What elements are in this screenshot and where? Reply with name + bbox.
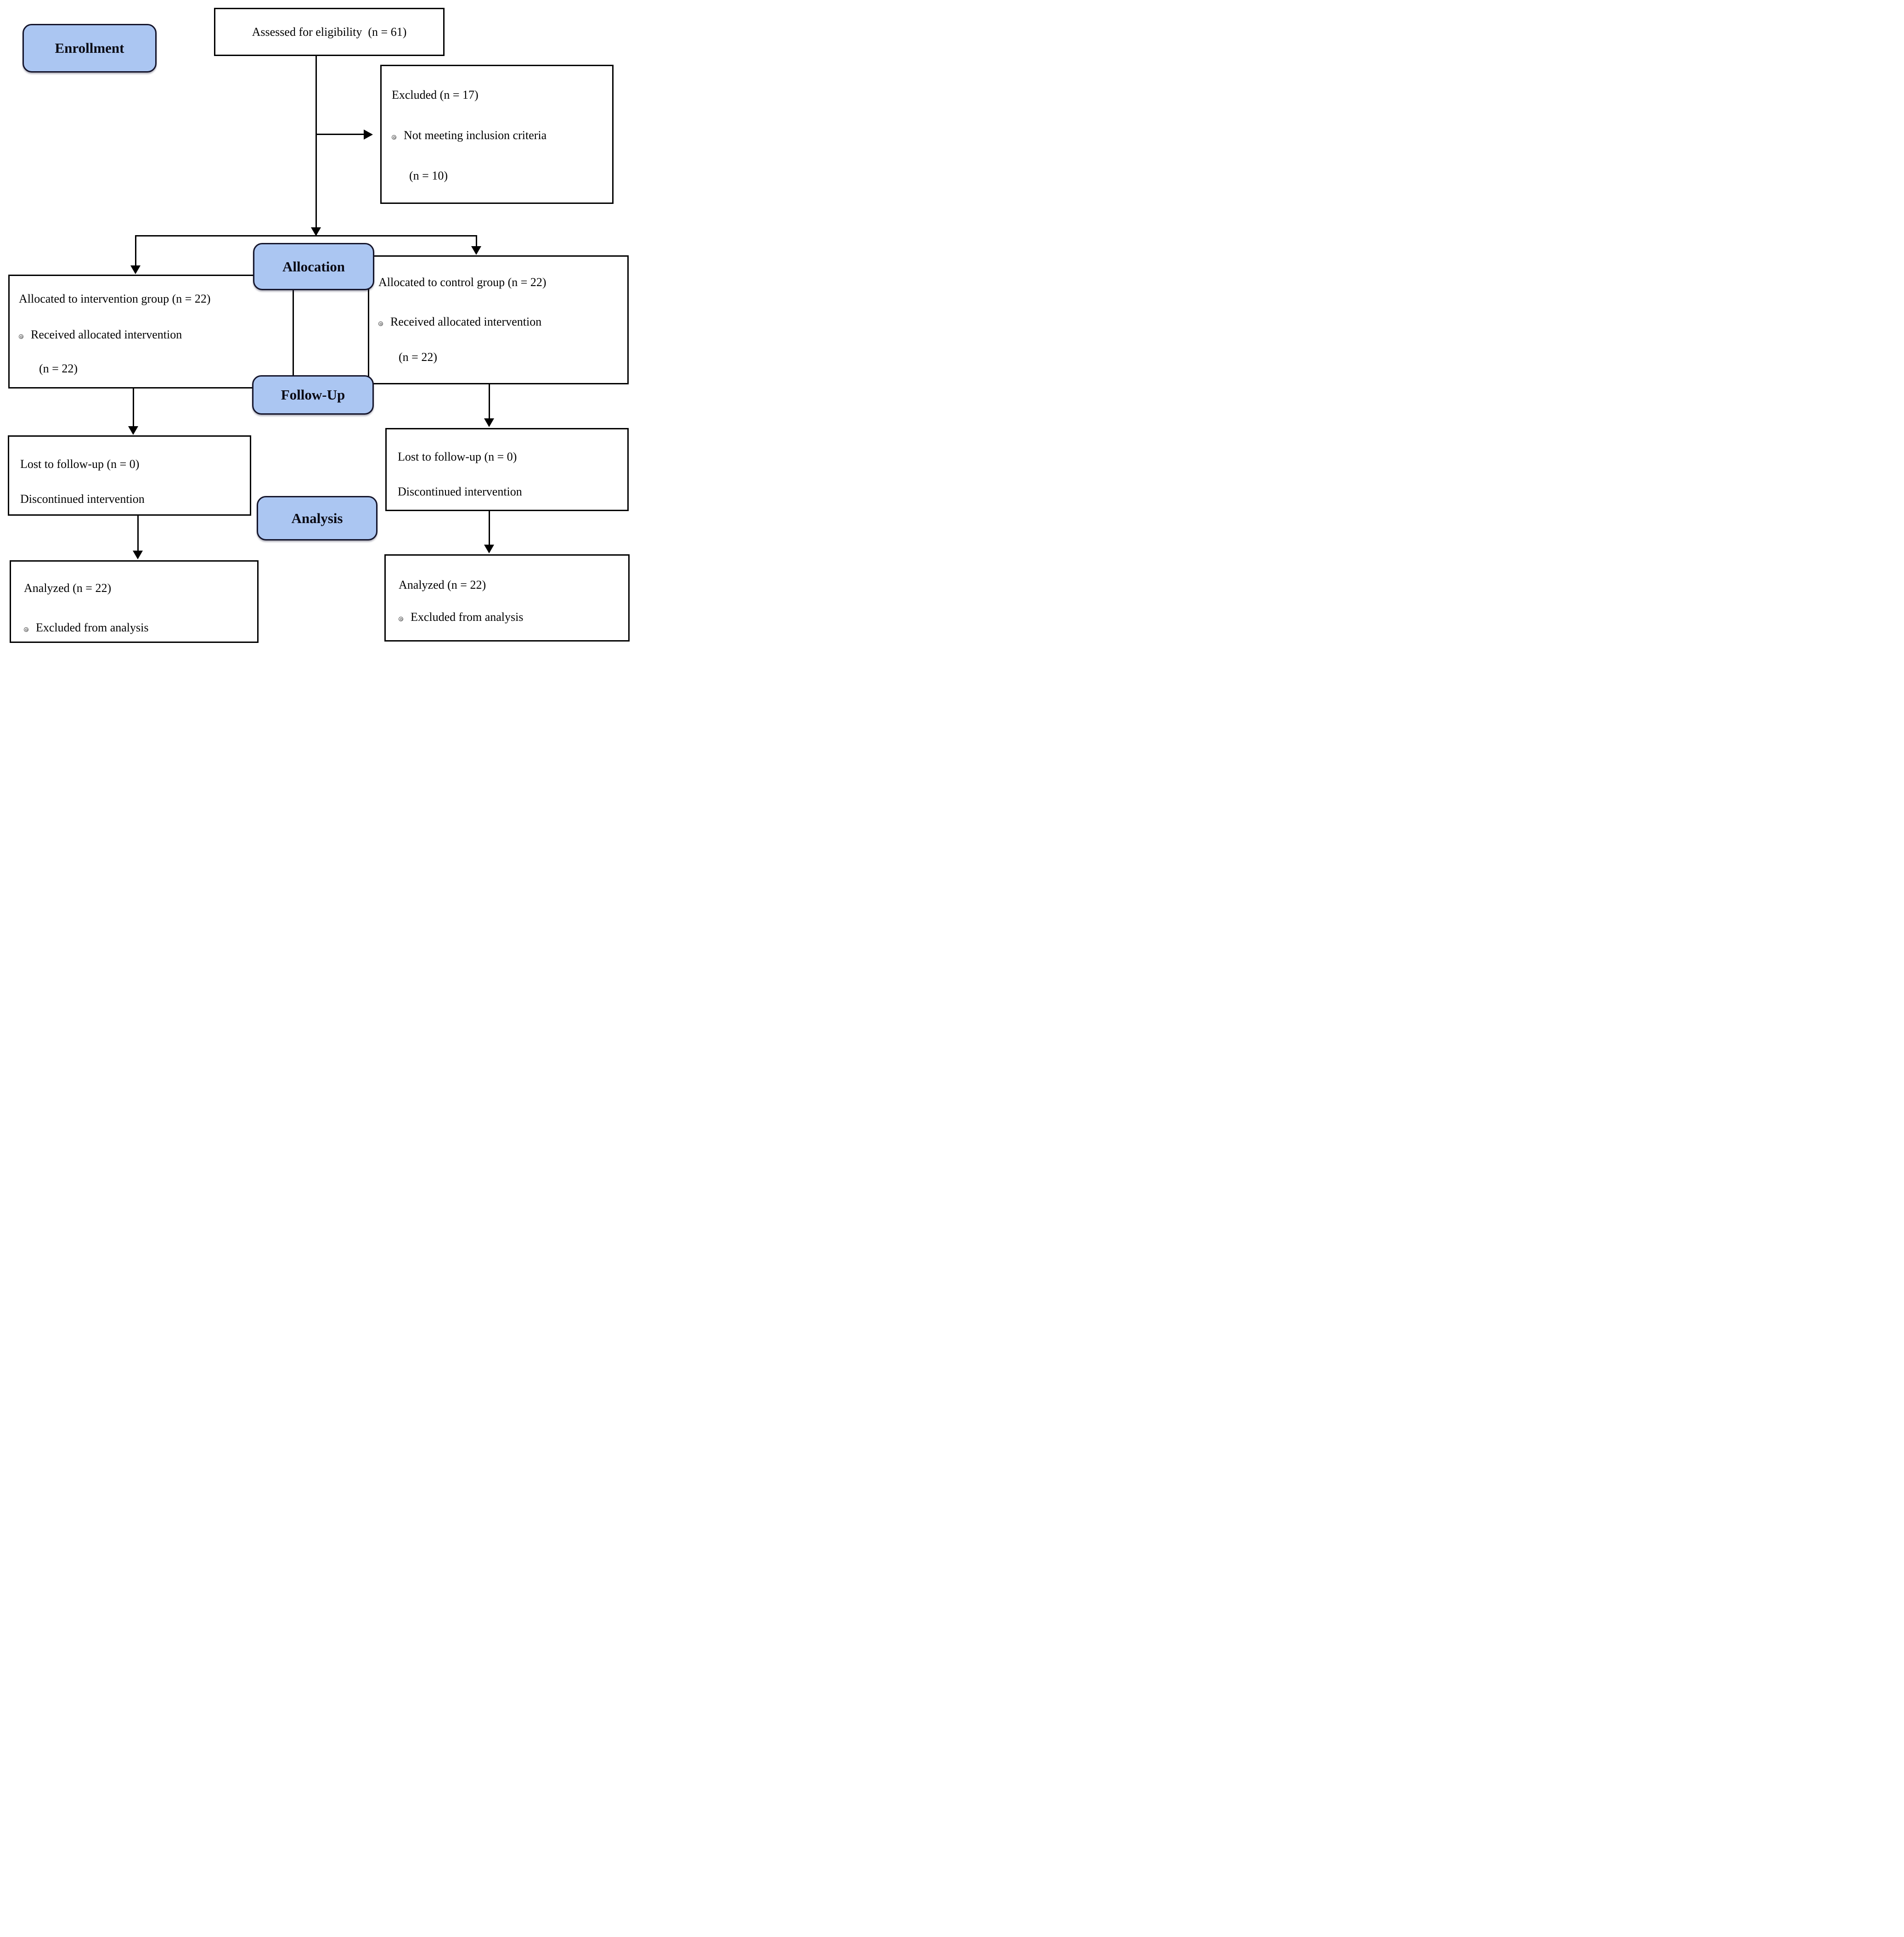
arrowhead-down-analyzed-intervention	[133, 551, 143, 559]
stage-label-allocation-text: Allocation	[282, 258, 345, 275]
intervention-detail-row: Received allocated intervention	[19, 327, 289, 343]
lost-intervention-line1: Lost to follow-up (n = 0)	[20, 457, 140, 471]
connector-branch-to-control	[476, 235, 477, 248]
assessed-text: Assessed for eligibility (n = 61)	[252, 25, 407, 39]
connector-branch-to-intervention	[135, 235, 136, 267]
excluded-box: Excluded (n = 17) Not meeting inclusion …	[380, 65, 614, 204]
lost-control-line1: Lost to follow-up (n = 0)	[398, 450, 517, 463]
lost-control-line2: Discontinued intervention	[398, 485, 522, 498]
analyzed-control-box: Analyzed (n = 22) Excluded from analysis	[384, 554, 630, 642]
connector-lost-to-analyzed-intervention	[137, 516, 139, 552]
connector-control-to-lost	[489, 384, 490, 419]
connector-lost-to-analyzed-control	[489, 511, 490, 551]
excluded-reason-text: Not meeting inclusion criteria	[404, 129, 547, 142]
analyzed-control-detail-text: Excluded from analysis	[411, 610, 524, 624]
intervention-detail-text: Received allocated intervention	[31, 328, 182, 341]
stage-label-follow-up-text: Follow-Up	[281, 387, 345, 403]
spiral-bullet-icon	[378, 321, 383, 326]
analyzed-intervention-detail-row: Excluded from analysis	[24, 620, 253, 636]
lost-intervention-box: Lost to follow-up (n = 0) Discontinued i…	[8, 435, 251, 516]
excluded-reason-row: Not meeting inclusion criteria	[392, 128, 608, 143]
control-detail-row: Received allocated intervention	[378, 314, 624, 330]
arrowhead-down-lost-intervention	[128, 426, 138, 435]
assessed-box: Assessed for eligibility (n = 61)	[214, 8, 445, 56]
control-box: Allocated to control group (n = 22) Rece…	[368, 255, 629, 384]
connector-branch-horizontal	[135, 235, 477, 236]
connector-to-excluded	[316, 134, 364, 135]
analyzed-intervention-detail-text: Excluded from analysis	[36, 621, 149, 634]
arrowhead-down-control	[471, 246, 481, 255]
spiral-bullet-icon	[24, 627, 28, 632]
arrowhead-down-lost-control	[484, 418, 494, 427]
intervention-title: Allocated to intervention group (n = 22)	[19, 292, 211, 305]
arrowhead-right-excluded	[364, 130, 373, 140]
control-title: Allocated to control group (n = 22)	[378, 276, 546, 289]
excluded-reason-count: (n = 10)	[409, 169, 448, 182]
arrowhead-down-branch-center	[311, 227, 321, 236]
analyzed-intervention-title: Analyzed (n = 22)	[24, 581, 112, 595]
control-detail-text: Received allocated intervention	[390, 315, 542, 328]
analyzed-intervention-box: Analyzed (n = 22) Excluded from analysis	[10, 560, 259, 643]
stage-label-allocation: Allocation	[253, 243, 374, 290]
connector-assessed-to-branch	[315, 56, 317, 236]
stage-label-enrollment: Enrollment	[23, 24, 157, 73]
analyzed-control-title: Analyzed (n = 22)	[399, 578, 486, 591]
stage-label-analysis: Analysis	[257, 496, 377, 541]
stage-label-follow-up: Follow-Up	[252, 375, 374, 415]
spiral-bullet-icon	[19, 334, 23, 339]
stage-label-analysis-text: Analysis	[291, 510, 343, 526]
lost-control-box: Lost to follow-up (n = 0) Discontinued i…	[385, 428, 629, 511]
intervention-box: Allocated to intervention group (n = 22)…	[8, 275, 294, 389]
connector-intervention-to-lost	[133, 389, 134, 428]
arrowhead-down-intervention	[130, 265, 141, 274]
spiral-bullet-icon	[392, 135, 396, 140]
lost-intervention-line2: Discontinued intervention	[20, 492, 145, 506]
stage-label-enrollment-text: Enrollment	[55, 40, 124, 56]
consort-flow-diagram: Assessed for eligibility (n = 61) Exclud…	[0, 0, 635, 646]
excluded-title: Excluded (n = 17)	[392, 88, 479, 101]
spiral-bullet-icon	[399, 617, 403, 621]
analyzed-control-detail-row: Excluded from analysis	[399, 609, 625, 625]
arrowhead-down-analyzed-control	[484, 545, 494, 553]
intervention-detail-count: (n = 22)	[39, 362, 78, 375]
control-detail-count: (n = 22)	[399, 350, 437, 364]
